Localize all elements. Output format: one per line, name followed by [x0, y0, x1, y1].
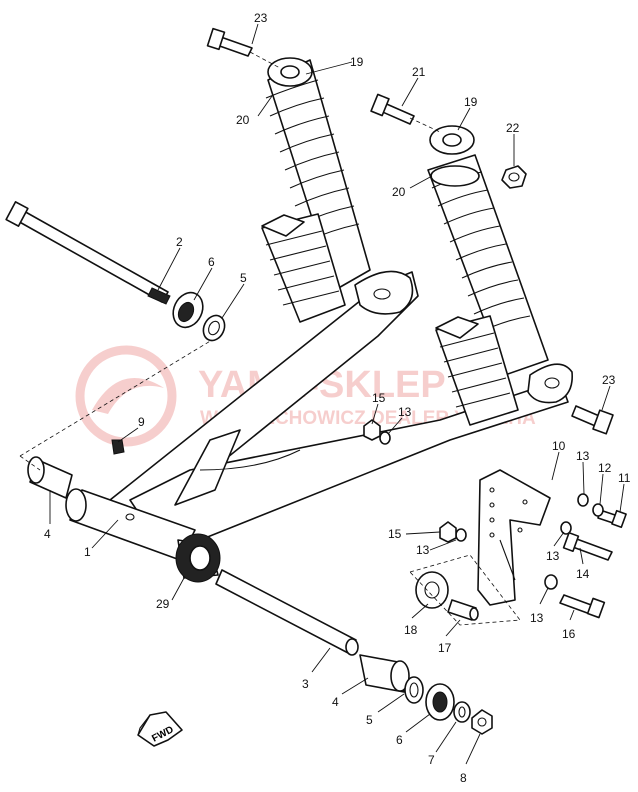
callout-13-upper: 13 — [398, 405, 412, 419]
callout-23-right: 23 — [602, 373, 616, 387]
callout-13-bracket-top: 13 — [576, 449, 590, 463]
nut-8 — [471, 709, 493, 735]
callout-18: 18 — [404, 623, 418, 637]
nut-22 — [501, 165, 527, 189]
callout-8: 8 — [460, 771, 467, 785]
assembly-lines — [19, 51, 521, 626]
callout-11: 11 — [618, 471, 631, 485]
washer-5-upper — [202, 314, 226, 342]
callout-labels: 23 19 20 21 19 22 20 2 6 5 23 15 13 9 10… — [44, 11, 631, 785]
callout-3: 3 — [302, 677, 309, 691]
bolt-16 — [559, 594, 606, 619]
callout-19-left: 19 — [350, 55, 364, 69]
callout-1: 1 — [84, 545, 91, 559]
top-bolt-21 — [370, 93, 415, 125]
callout-15-lower: 15 — [388, 527, 402, 541]
seal-6-upper — [172, 291, 204, 329]
callout-13-bracket-mid: 13 — [546, 549, 560, 563]
callout-7: 7 — [428, 753, 435, 767]
callout-4-left: 4 — [44, 527, 51, 541]
callout-12: 12 — [598, 461, 612, 475]
bolt-14 — [562, 531, 613, 561]
callout-13-lower-left: 13 — [416, 543, 430, 557]
callout-4-lower: 4 — [332, 695, 339, 709]
callout-5-upper: 5 — [240, 271, 247, 285]
bush-4-left — [27, 456, 73, 499]
callout-5-lower: 5 — [366, 713, 373, 727]
callout-6-lower: 6 — [396, 733, 403, 747]
callout-20-right: 20 — [392, 185, 406, 199]
callout-17: 17 — [438, 641, 452, 655]
right-shock-absorber — [427, 125, 549, 426]
nut-15-set — [363, 419, 457, 543]
watermark-logo-circle — [75, 345, 177, 447]
top-bolt-23 — [206, 27, 253, 57]
callout-23-top: 23 — [254, 11, 268, 25]
callout-21: 21 — [412, 65, 426, 79]
callout-2: 2 — [176, 235, 183, 249]
callout-13-bracket-low: 13 — [530, 611, 544, 625]
grease-nipple-9 — [111, 439, 125, 455]
callout-10: 10 — [552, 439, 566, 453]
callout-6-upper: 6 — [208, 255, 215, 269]
damper-rubber-18 — [415, 571, 449, 609]
washer-5-lower — [404, 676, 424, 704]
callout-29: 29 — [156, 597, 170, 611]
callout-9: 9 — [138, 415, 145, 429]
bush-29 — [175, 533, 221, 583]
callout-15-upper: 15 — [372, 391, 386, 405]
leader-lines — [49, 23, 625, 765]
left-shock-absorber — [261, 57, 371, 323]
washer-7 — [453, 701, 471, 723]
bracket-10 — [477, 469, 551, 606]
callout-22: 22 — [506, 121, 520, 135]
watermark-logo-swoosh — [92, 377, 164, 414]
shaft-3 — [215, 569, 359, 656]
forward-arrow: FWD — [137, 711, 183, 747]
callout-16: 16 — [562, 627, 576, 641]
collar-17 — [447, 599, 479, 621]
washer-12 — [592, 503, 604, 517]
bolt-23-right — [571, 405, 614, 435]
callout-20-left: 20 — [236, 113, 250, 127]
pivot-shaft-2 — [5, 201, 171, 305]
washer-13-set — [379, 431, 589, 590]
seal-6-lower — [425, 683, 455, 721]
callout-14: 14 — [576, 567, 590, 581]
callout-19-right: 19 — [464, 95, 478, 109]
bolt-11 — [597, 509, 627, 529]
bush-4-lower — [359, 654, 410, 693]
